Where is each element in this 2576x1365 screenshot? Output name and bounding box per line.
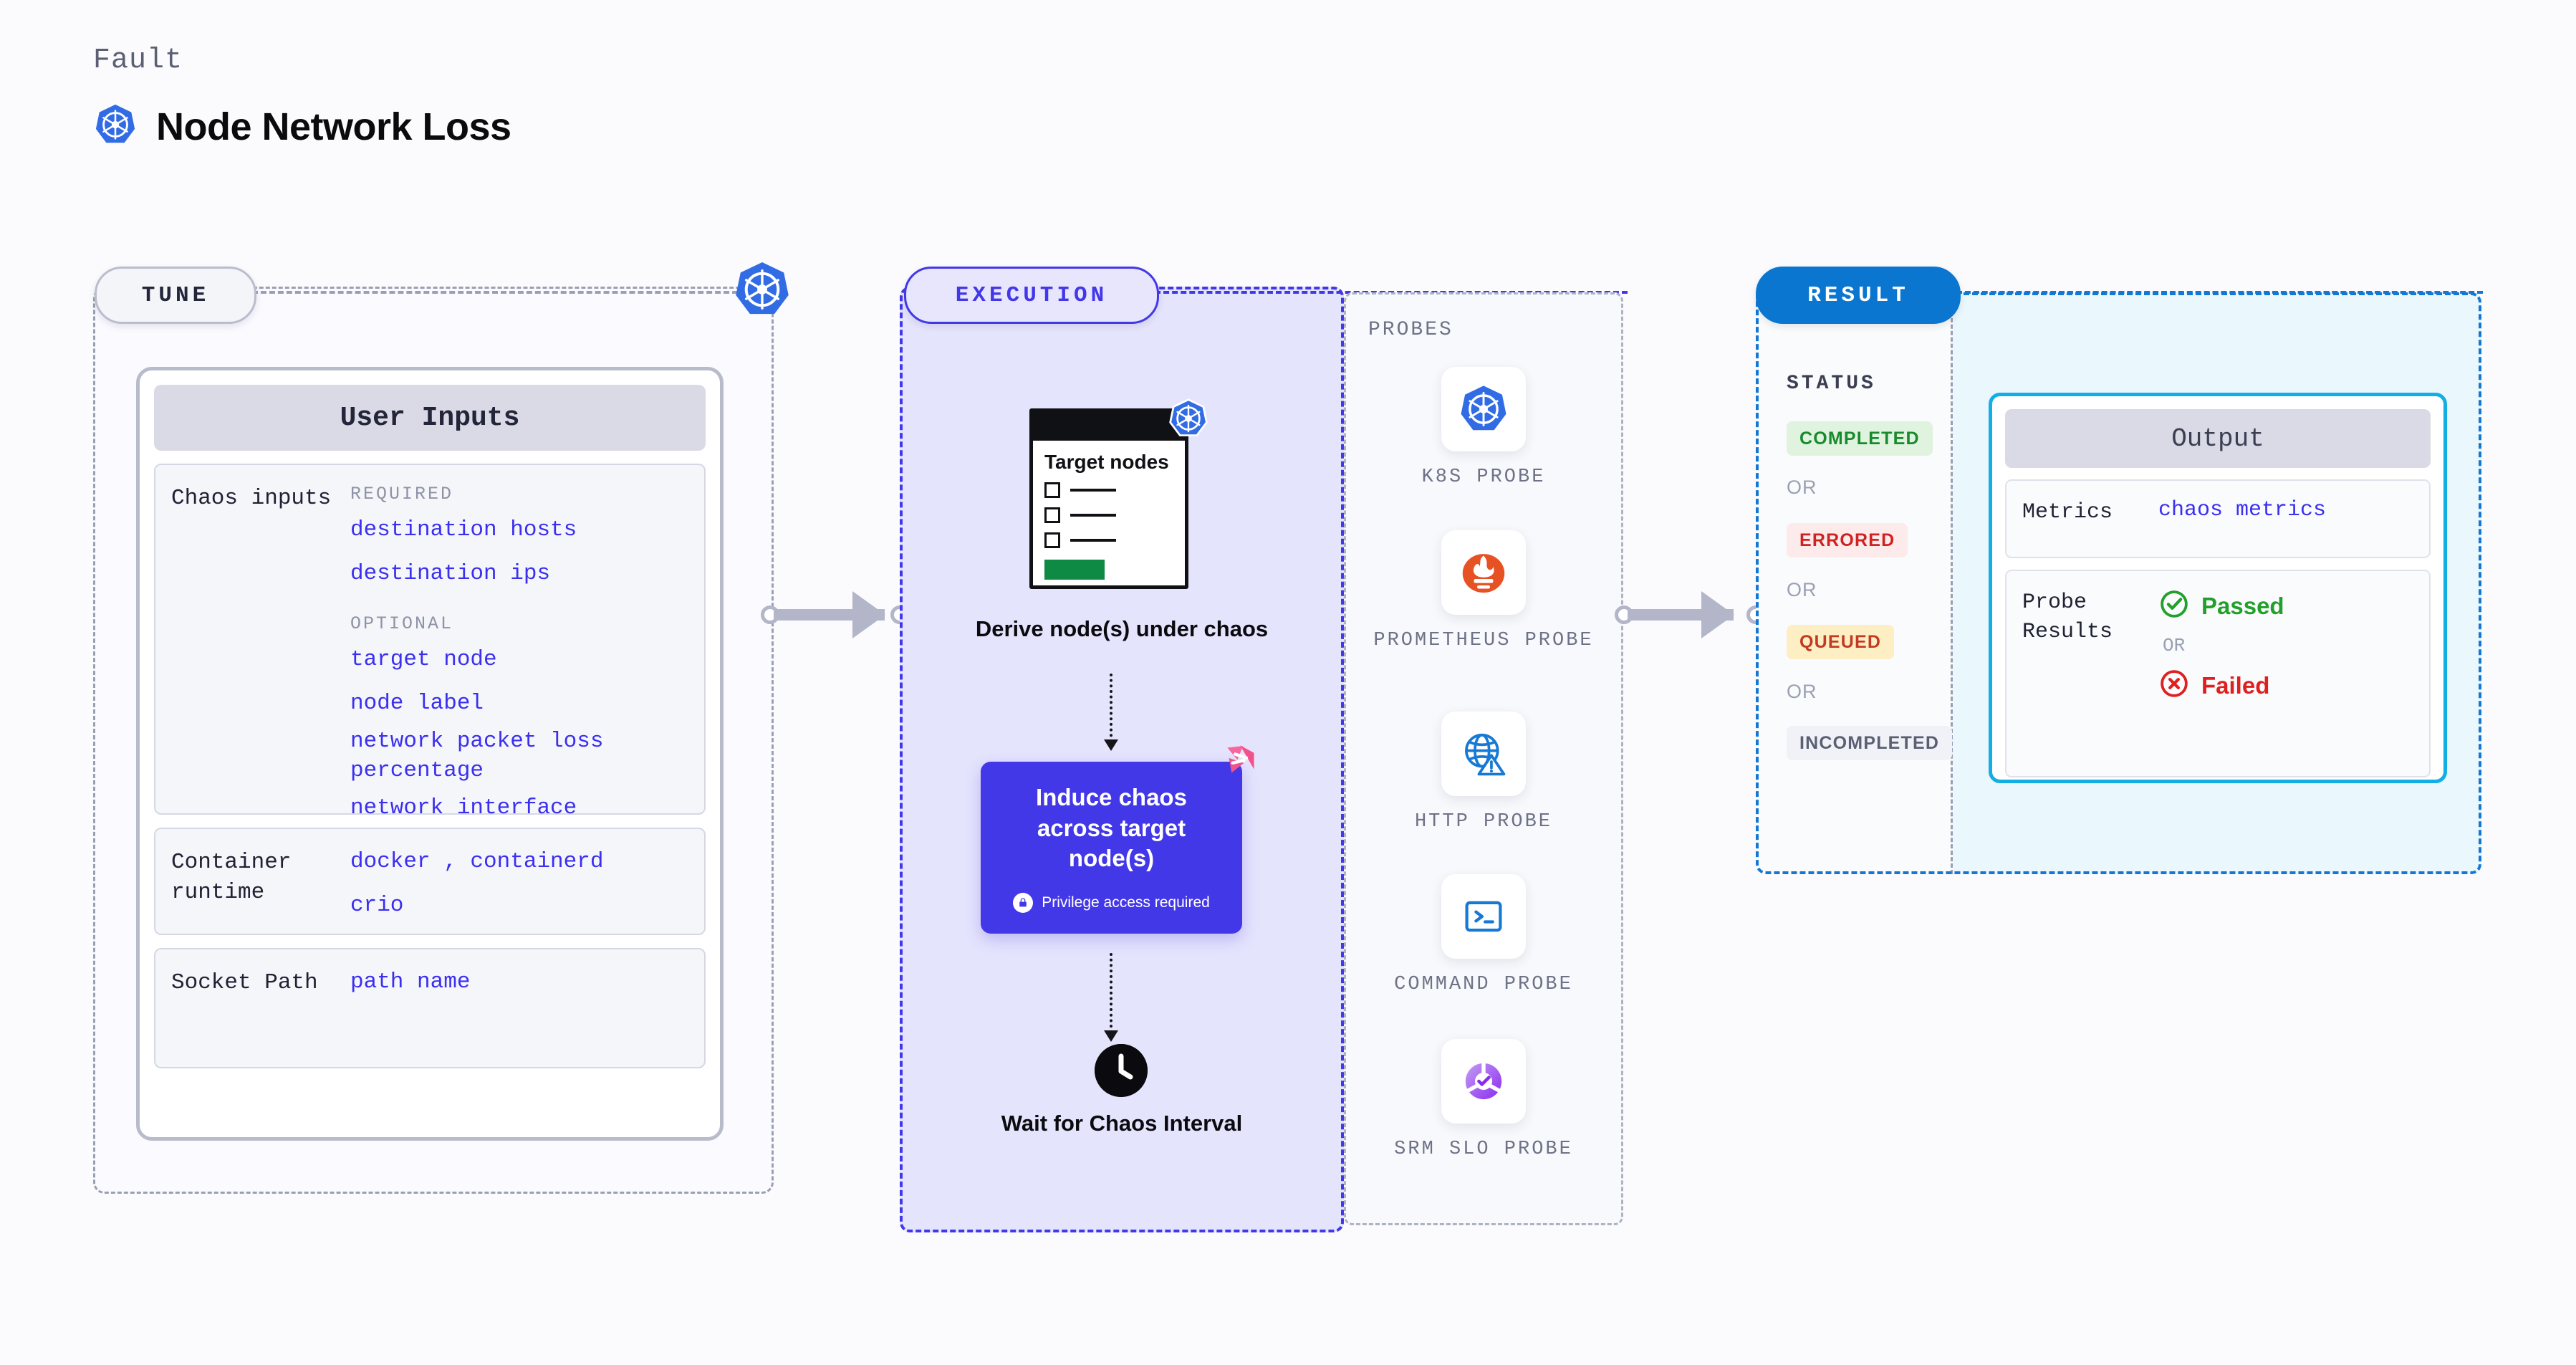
srm-slo-icon (1441, 1039, 1526, 1124)
input-value[interactable]: target node (350, 646, 497, 672)
lock-icon (1013, 893, 1034, 914)
input-value[interactable]: network interface (350, 795, 577, 821)
checkbox-icon[interactable] (1044, 482, 1060, 499)
prometheus-icon (1441, 530, 1526, 615)
kubernetes-icon (1168, 398, 1209, 443)
or-label: OR (1787, 579, 1817, 600)
privilege-note-text: Privilege access required (1042, 894, 1210, 911)
checkbox-row[interactable] (1044, 532, 1173, 549)
probe-label: K8S PROBE (1421, 466, 1546, 488)
probe-result-passed-label: Passed (2201, 592, 2284, 619)
output-key: Metrics (2022, 500, 2113, 525)
output-key: Probe Results (2022, 590, 2113, 644)
placeholder-line (1070, 514, 1116, 517)
status-badge-queued: QUEUED (1787, 625, 1895, 659)
probe-result-passed: Passed (2158, 588, 2413, 623)
flow-connector (1110, 953, 1112, 1033)
group-label-required: REQUIRED (350, 484, 454, 504)
input-key: Container runtime (171, 850, 292, 905)
execution-tag[interactable]: EXECUTION (904, 267, 1159, 324)
user-input-section-chaos: Chaos inputs REQUIRED destination hosts … (154, 464, 706, 820)
checkbox-icon[interactable] (1044, 532, 1060, 549)
title-row: Node Network Loss (93, 102, 511, 150)
output-card: Output Metrics chaos metrics Probe Resul… (1989, 393, 2447, 783)
terminal-icon (1441, 874, 1526, 959)
status-badge-incompleted: INCOMPLETED (1787, 726, 1953, 760)
placeholder-line (1070, 489, 1116, 492)
check-circle-icon (2158, 588, 2190, 623)
input-value[interactable]: docker , containerd (350, 849, 604, 874)
or-label: OR (1787, 476, 1817, 498)
or-label: OR (1787, 681, 1817, 702)
status-title: STATUS (1787, 373, 1876, 395)
input-value[interactable]: node label (350, 690, 484, 716)
step-label-wait: Wait for Chaos Interval (1001, 1111, 1243, 1136)
input-value[interactable]: path name (350, 969, 471, 995)
tune-top-connector (252, 291, 746, 294)
kubernetes-icon (93, 102, 138, 150)
probe-label: COMMAND PROBE (1394, 974, 1573, 995)
group-label-optional: OPTIONAL (350, 613, 454, 634)
target-nodes-card: Target nodes (1029, 408, 1188, 589)
probe-command[interactable]: COMMAND PROBE (1344, 874, 1623, 997)
kubernetes-icon (1441, 367, 1526, 451)
privilege-note: Privilege access required (1013, 893, 1210, 914)
checkbox-row[interactable] (1044, 507, 1173, 524)
output-row-probe-results: Probe Results Passed OR Failed (2005, 570, 2431, 777)
connector-arrowhead (1701, 591, 1734, 638)
kubernetes-icon (732, 259, 792, 320)
tune-tag[interactable]: TUNE (95, 267, 256, 324)
status-badge-errored: ERRORED (1787, 523, 1908, 557)
x-circle-icon (2158, 668, 2190, 703)
probe-prometheus[interactable]: PROMETHEUS PROBE (1344, 530, 1623, 653)
litmus-chaos-icon (1216, 742, 1256, 785)
flow-arrowhead (1104, 1030, 1118, 1042)
step-induce-chaos: Induce chaos across target node(s) Privi… (981, 762, 1242, 934)
result-panel (1756, 292, 2481, 874)
flow-arrowhead (1104, 739, 1118, 751)
user-input-section-socket: Socket Path path name (154, 948, 706, 1068)
status-badge-completed: COMPLETED (1787, 421, 1933, 456)
input-value[interactable]: destination ips (350, 560, 551, 586)
page-title: Node Network Loss (156, 105, 511, 148)
user-input-section-runtime: Container runtime docker , containerd cr… (154, 828, 706, 935)
output-row-metrics: Metrics chaos metrics (2005, 479, 2431, 558)
or-label: OR (2163, 635, 2186, 656)
output-title: Output (2005, 409, 2431, 468)
probe-label: PROMETHEUS PROBE (1373, 630, 1594, 651)
clock-icon (1095, 1044, 1148, 1097)
result-top-connector (1956, 291, 2483, 294)
input-key: Socket Path (171, 970, 318, 995)
probe-k8s[interactable]: K8S PROBE (1344, 367, 1623, 490)
checkbox-row[interactable] (1044, 482, 1173, 499)
checkbox-icon[interactable] (1044, 507, 1060, 524)
probe-label: HTTP PROBE (1414, 811, 1553, 833)
result-tag[interactable]: RESULT (1756, 267, 1961, 324)
input-value[interactable]: network packet loss percentage (350, 728, 604, 783)
probe-label: SRM SLO PROBE (1394, 1139, 1573, 1160)
target-nodes-title: Target nodes (1044, 451, 1169, 473)
probe-srm-slo[interactable]: SRM SLO PROBE (1344, 1039, 1623, 1162)
input-value[interactable]: destination hosts (350, 517, 577, 542)
placeholder-line (1070, 539, 1116, 542)
input-key: Chaos inputs (171, 486, 332, 511)
status-column (1756, 292, 1953, 874)
fault-eyebrow: Fault (93, 44, 183, 77)
probe-result-failed: Failed (2158, 668, 2413, 703)
step-label-derive: Derive node(s) under chaos (975, 616, 1269, 641)
user-inputs-card: User Inputs Chaos inputs REQUIRED destin… (136, 367, 724, 1141)
flow-connector (1110, 674, 1112, 742)
probe-result-failed-label: Failed (2201, 671, 2270, 699)
page-header: Fault Node Network Loss (93, 44, 511, 150)
green-button[interactable] (1044, 560, 1105, 580)
probe-http[interactable]: HTTP PROBE (1344, 712, 1623, 835)
user-inputs-title: User Inputs (154, 385, 706, 451)
step-label-induce: Induce chaos across target node(s) (1036, 783, 1187, 872)
output-value[interactable]: chaos metrics (2158, 498, 2327, 522)
connector-arrowhead (852, 591, 885, 638)
globe-warning-icon (1441, 712, 1526, 796)
card-titlebar (1033, 412, 1185, 441)
probes-title: PROBES (1368, 319, 1453, 341)
input-value[interactable]: crio (350, 892, 404, 918)
